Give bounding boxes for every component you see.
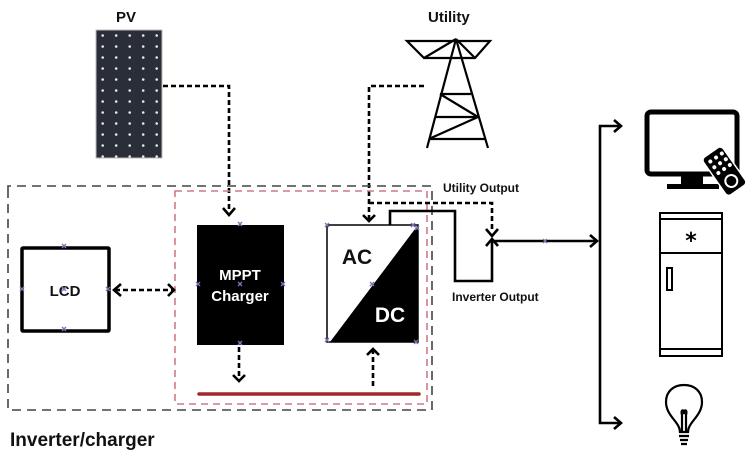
bulb-arrow-icon [613, 416, 623, 430]
inverter-charger-title: Inverter/charger [10, 430, 155, 451]
inverter-output-arrow-icon [485, 237, 499, 247]
solar-panel-icon [95, 29, 163, 159]
freezer-symbol: * [685, 229, 697, 254]
utility-label: Utility [428, 9, 470, 26]
lcd-label: LCD [50, 283, 81, 300]
output-arrow-icon [589, 234, 599, 248]
transmission-tower-icon [404, 38, 493, 149]
inverter-up-arrow-icon [366, 347, 380, 356]
tv-icon [644, 109, 747, 197]
inverter-charger-boundary [7, 185, 433, 411]
pv-arrow-icon [222, 207, 236, 217]
selection-markers [19, 221, 548, 346]
inverter-output-line [388, 209, 494, 283]
utility-arrow-icon [362, 214, 376, 223]
pv-to-mppt-connector [163, 84, 231, 212]
load-distribution-line [598, 124, 620, 425]
utility-output-arrow-icon [485, 228, 499, 238]
battery-arrow-icon [232, 374, 246, 383]
utility-output-label: Utility Output [443, 181, 519, 195]
mppt-arrow-icon [167, 283, 176, 297]
inverter-output-label: Inverter Output [452, 290, 539, 304]
mppt-label-line1: MPPT [219, 267, 261, 284]
pv-label: PV [116, 9, 136, 26]
dc-label: DC [375, 304, 405, 327]
refrigerator-icon [659, 212, 723, 357]
lcd-box: LCD [20, 246, 111, 333]
lcd-arrow-icon [112, 283, 122, 297]
mppt-label-line2: Charger [211, 288, 269, 305]
light-bulb-icon [664, 383, 704, 446]
ac-label: AC [342, 246, 372, 269]
power-module-boundary [174, 190, 428, 405]
utility-output-line [369, 201, 494, 232]
tv-arrow-icon [613, 119, 623, 133]
mppt-charger-box: MPPT Charger [197, 225, 284, 345]
utility-to-inverter-connector [367, 84, 424, 219]
